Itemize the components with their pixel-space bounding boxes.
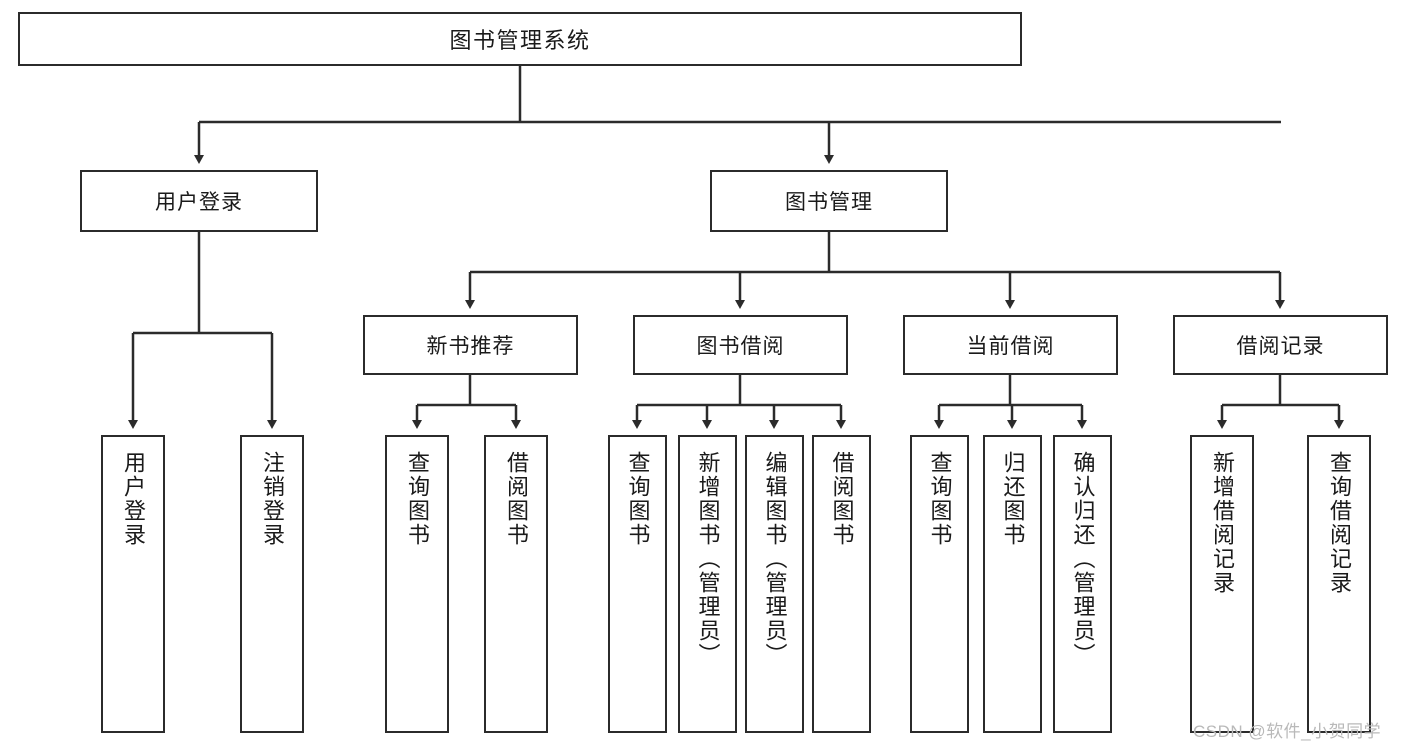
node-leaf-query-record[interactable]: 查询借阅记录 (1307, 435, 1371, 733)
watermark: CSDN @软件_小贺同学 (1193, 717, 1381, 742)
node-borrow-record[interactable]: 借阅记录 (1173, 315, 1388, 375)
node-leaf-user-logout[interactable]: 注销登录 (240, 435, 304, 733)
node-user-login-label: 用户登录 (155, 191, 243, 214)
watermark-text: CSDN @软件_小贺同学 (1193, 722, 1382, 741)
node-current-borrow-label: 当前借阅 (966, 335, 1055, 358)
node-root[interactable]: 图书管理系统 (18, 12, 1022, 66)
node-leaf-query-book-3-label: 查询图书 (927, 451, 953, 547)
node-leaf-add-book-label: 新增图书（管理员） (695, 451, 721, 667)
node-current-borrow[interactable]: 当前借阅 (903, 315, 1118, 375)
node-leaf-borrow-book-2-label: 借阅图书 (829, 451, 855, 547)
node-root-label: 图书管理系统 (449, 28, 591, 53)
node-leaf-add-record[interactable]: 新增借阅记录 (1190, 435, 1254, 733)
node-leaf-borrow-book-1[interactable]: 借阅图书 (484, 435, 548, 733)
node-leaf-query-book-3[interactable]: 查询图书 (910, 435, 969, 733)
node-leaf-query-record-label: 查询借阅记录 (1326, 451, 1352, 595)
node-leaf-query-book-2[interactable]: 查询图书 (608, 435, 667, 733)
node-leaf-add-record-label: 新增借阅记录 (1209, 451, 1235, 595)
node-leaf-user-login-label: 用户登录 (120, 451, 146, 547)
node-leaf-query-book-1-label: 查询图书 (404, 451, 430, 547)
node-book-manage[interactable]: 图书管理 (710, 170, 948, 232)
node-leaf-return-book[interactable]: 归还图书 (983, 435, 1042, 733)
node-new-book-recommend[interactable]: 新书推荐 (363, 315, 578, 375)
node-book-manage-label: 图书管理 (785, 191, 873, 214)
node-leaf-confirm-return-label: 确认归还（管理员） (1070, 451, 1096, 667)
node-leaf-edit-book[interactable]: 编辑图书（管理员） (745, 435, 804, 733)
node-leaf-borrow-book-1-label: 借阅图书 (503, 451, 529, 547)
node-leaf-user-login[interactable]: 用户登录 (101, 435, 165, 733)
node-leaf-confirm-return[interactable]: 确认归还（管理员） (1053, 435, 1112, 733)
node-book-borrow-label: 图书借阅 (696, 335, 785, 358)
node-leaf-add-book[interactable]: 新增图书（管理员） (678, 435, 737, 733)
node-leaf-user-logout-label: 注销登录 (259, 451, 285, 547)
connectors (128, 66, 1344, 429)
node-leaf-edit-book-label: 编辑图书（管理员） (762, 451, 788, 667)
node-user-login[interactable]: 用户登录 (80, 170, 318, 232)
node-leaf-query-book-2-label: 查询图书 (625, 451, 651, 547)
node-borrow-record-label: 借阅记录 (1236, 335, 1325, 358)
node-leaf-return-book-label: 归还图书 (1000, 451, 1026, 547)
node-leaf-query-book-1[interactable]: 查询图书 (385, 435, 449, 733)
node-new-book-recommend-label: 新书推荐 (426, 335, 515, 358)
node-book-borrow[interactable]: 图书借阅 (633, 315, 848, 375)
node-leaf-borrow-book-2[interactable]: 借阅图书 (812, 435, 871, 733)
